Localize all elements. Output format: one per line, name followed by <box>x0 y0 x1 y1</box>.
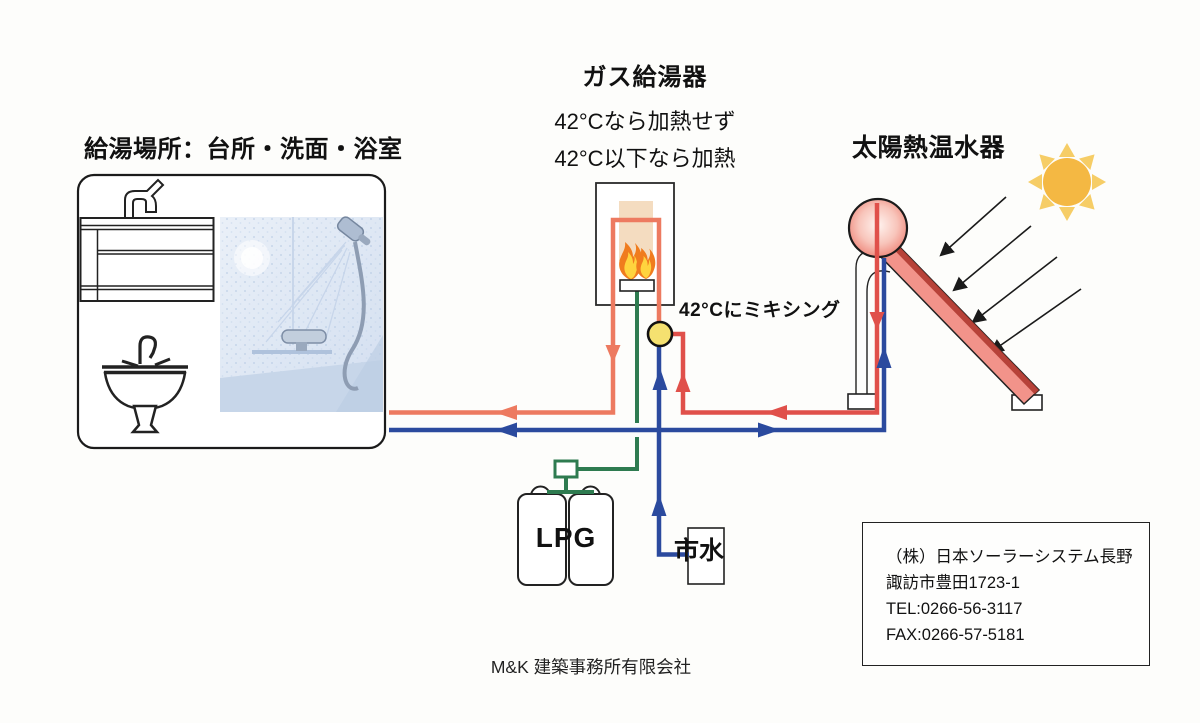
pipe-hot-water-solar-loop <box>672 203 880 415</box>
city-water-label: 市水 <box>674 537 725 565</box>
shower-head-icon <box>336 216 371 246</box>
kitchen-sink-icon <box>79 178 215 302</box>
company-fax: FAX:0266-57-5181 <box>886 626 1025 644</box>
lpg-label: LPG <box>535 522 597 553</box>
gas-heater-note-1: 42°Cなら加熱せず <box>554 109 736 134</box>
burner-icon <box>619 279 655 292</box>
pipe-gas <box>547 290 639 494</box>
company-info-box: （株）日本ソーラーシステム長野 諏訪市豊田1723-1 TEL:0266-56-… <box>862 522 1150 666</box>
footer-company-name: M&K 建築事務所有限会社 <box>490 657 692 677</box>
gas-heater-title: ガス給湯器 <box>582 64 708 91</box>
company-address: 諏訪市豊田1723-1 <box>886 574 1020 592</box>
company-tel: TEL:0266-56-3117 <box>886 600 1023 618</box>
supply-locations-label: 給湯場所：台所・洗面・浴室 <box>84 136 403 163</box>
flow-arrows <box>495 312 892 516</box>
pipe-cold-water <box>389 258 887 557</box>
pipe-hot-water-heater-loop <box>389 217 662 415</box>
city-water-meter-icon <box>687 527 725 585</box>
gas-regulator-icon <box>553 459 579 479</box>
gas-heater-note-2: 42°C以下なら加熱 <box>554 146 736 171</box>
sunlight-arrows <box>939 196 1082 354</box>
sun-icon <box>1028 143 1106 221</box>
mixing-valve-label: 42°Cにミキシング <box>679 300 841 321</box>
solar-collector-icon <box>874 236 1041 406</box>
lpg-tanks-icon <box>517 485 614 586</box>
shower-photo <box>220 216 383 412</box>
solar-heater-label: 太陽熱温水器 <box>852 134 1006 162</box>
washbasin-icon <box>102 335 188 434</box>
company-name: （株）日本ソーラーシステム長野 <box>886 548 1133 566</box>
solar-left-foot <box>847 393 879 410</box>
mixing-valve-icon <box>646 320 674 348</box>
bath-faucet-icon <box>252 329 332 354</box>
